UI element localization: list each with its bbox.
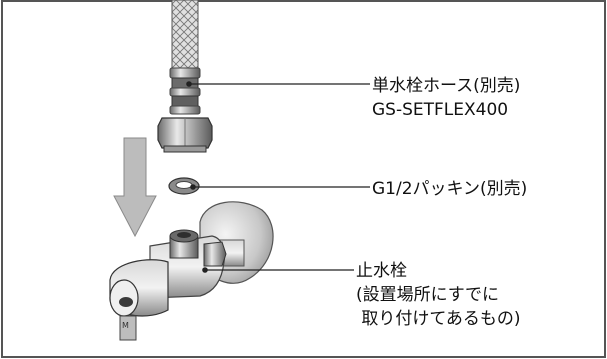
valve-label-note-1: (設置場所にすでに — [356, 285, 499, 305]
down-arrow-icon — [113, 137, 157, 238]
gasket-label: G1/2パッキン(別売) — [372, 177, 527, 201]
valve-label-name: 止水栓 — [356, 261, 407, 281]
hose-label: 単水栓ホース(別売) GS-SETFLEX400 — [372, 74, 520, 122]
valve-label: 止水栓 (設置場所にすでに 取り付けてあるもの) — [356, 259, 521, 331]
hose-label-model: GS-SETFLEX400 — [372, 100, 509, 120]
valve-label-note-2: 取り付けてあるもの) — [356, 309, 521, 329]
gasket-label-name: G1/2パッキン(別売) — [372, 179, 528, 199]
svg-text:M: M — [122, 321, 129, 330]
valve-icon: M — [109, 201, 274, 341]
gasket-icon — [168, 177, 200, 195]
hose-label-name: 単水栓ホース(別売) — [372, 76, 521, 96]
hose-icon — [157, 0, 213, 153]
leader-lines — [186, 81, 370, 273]
